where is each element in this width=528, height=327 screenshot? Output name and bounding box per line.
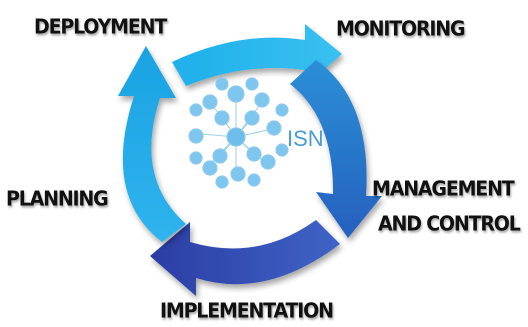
stage-label-planning: PLANNING: [6, 187, 109, 211]
arrow-management-to-implementation: [150, 220, 340, 296]
center-label: ISN: [287, 126, 324, 151]
arrow-monitoring-to-management: [290, 60, 382, 238]
network-nodes-icon: [188, 77, 289, 189]
stage-label-deployment: DEPLOYMENT: [34, 15, 167, 39]
arrow-deployment-to-monitoring: [172, 24, 342, 86]
arrow-planning-to-deployment: [118, 46, 186, 242]
stage-label-management: MANAGEMENT: [372, 177, 515, 201]
stage-label-and-control: AND CONTROL: [378, 212, 521, 236]
stage-label-monitoring: MONITORING: [336, 17, 466, 41]
stage-label-implementation: IMPLEMENTATION: [160, 299, 334, 323]
